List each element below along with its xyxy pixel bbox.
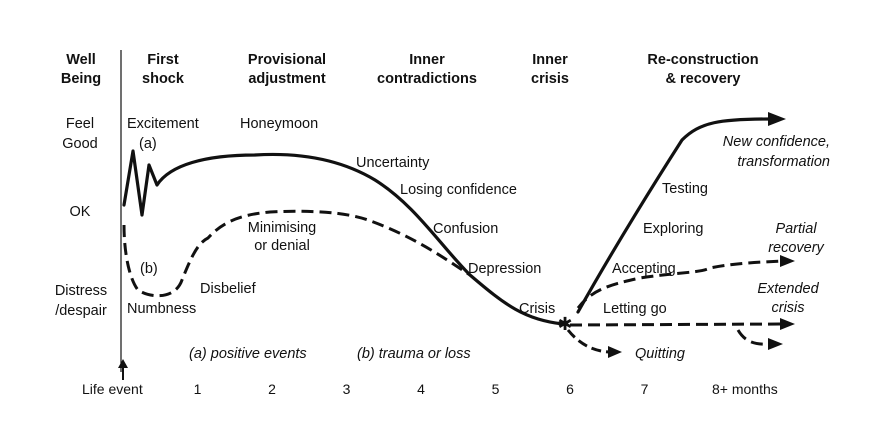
header-reconstruction-recovery: Re-construction& recovery [647,52,758,87]
legend-positive-events: (a) positive events [189,346,307,362]
label-losing-confidence: Losing confidence [400,182,517,198]
arrow-bottom-branch [736,329,771,346]
x-tick-label: 5 [492,381,500,397]
arrow-partial-recovery-head [780,255,795,267]
label-quitting: Quitting [635,346,685,362]
axis-origin-life-event: Life event [82,381,143,397]
arrow-quitting-head [608,346,622,358]
level-distress-despair: Distress/despair [55,283,107,319]
label-confusion: Confusion [433,221,498,237]
x-tick-label: 7 [641,381,649,397]
label-honeymoon: Honeymoon [240,116,318,132]
arrow-extended-crisis [569,322,783,327]
legend-trauma-or-loss: (b) trauma or loss [357,346,471,362]
label-testing: Testing [662,181,708,197]
x-tick-label: 6 [566,381,574,397]
label-depression: Depression [468,261,541,277]
label-exploring: Exploring [643,221,703,237]
label-excitement: Excitement [127,116,199,132]
arrow-new-confidence [576,117,772,314]
label-accepting: Accepting [612,261,676,277]
curve-b-trauma-or-loss [122,209,471,298]
label-disbelief: Disbelief [200,281,257,297]
arrow-partial-recovery [576,259,783,309]
arrow-new-confidence-head [768,112,786,126]
arrow-quitting [566,329,613,354]
label-numbness: Numbness [127,301,196,317]
level-ok: OK [70,204,91,220]
crisis-star-icon: ✱ [557,314,572,334]
label-crisis: Crisis [519,301,555,317]
label-a: (a) [139,136,157,152]
x-tick-label: 8+ months [712,381,778,397]
curve-a-positive-events [122,149,565,326]
x-axis-ticks: 1 2 3 4 5 6 7 8+ months [194,381,778,397]
x-tick-label: 2 [268,381,276,397]
label-b: (b) [140,261,158,277]
label-uncertainty: Uncertainty [356,155,430,171]
label-letting-go: Letting go [603,301,667,317]
label-new-confidence: New confidence,transformation [723,134,830,170]
x-tick-label: 3 [343,381,351,397]
x-tick-label: 4 [417,381,425,397]
life-event-arrow [118,359,128,380]
x-tick-label: 1 [194,381,202,397]
arrow-bottom-branch-head [768,338,783,350]
arrow-extended-crisis-head [780,318,795,330]
